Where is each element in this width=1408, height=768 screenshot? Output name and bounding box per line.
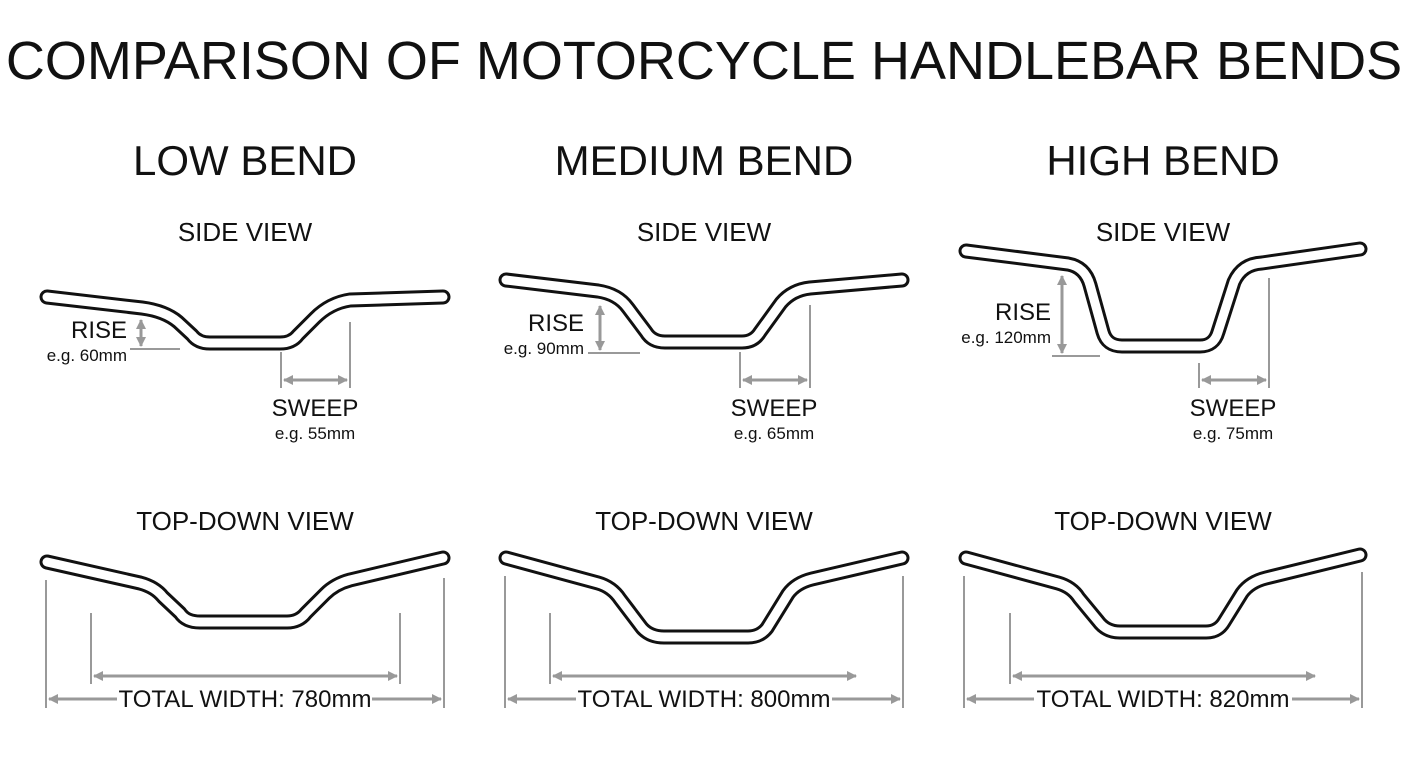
side-view-label-low-bend: SIDE VIEW [178,217,313,247]
width-dimension-low-bend [45,578,445,708]
sweep-example-high-bend: e.g. 75mm [1193,424,1273,443]
column-high-bend: HIGH BEND SIDE VIEW RISE e.g. 120mm SWEE… [958,137,1368,713]
top-view-label-medium-bend: TOP-DOWN VIEW [595,506,813,536]
column-medium-bend: MEDIUM BEND SIDE VIEW RISE e.g. 90mm SWE… [498,137,910,713]
sweep-label-low-bend: SWEEP [272,395,359,422]
rise-dimension-high-bend [1052,275,1100,357]
side-view-handlebar-medium-bend [498,272,910,350]
sweep-dimension-medium-bend [739,305,811,388]
sweep-example-low-bend: e.g. 55mm [275,424,355,443]
top-view-label-low-bend: TOP-DOWN VIEW [136,506,354,536]
side-view-label-medium-bend: SIDE VIEW [637,217,772,247]
rise-label-low-bend: RISE [71,317,127,344]
column-title-low-bend: LOW BEND [133,137,357,184]
total-width-label-medium-bend: TOTAL WIDTH: 800mm [578,686,831,713]
sweep-label-medium-bend: SWEEP [731,395,818,422]
side-view-label-high-bend: SIDE VIEW [1096,217,1231,247]
top-view-handlebar-medium-bend [498,550,910,645]
column-title-high-bend: HIGH BEND [1046,137,1279,184]
side-view-handlebar-high-bend [958,241,1368,354]
rise-example-low-bend: e.g. 60mm [47,346,127,365]
rise-example-medium-bend: e.g. 90mm [504,339,584,358]
width-dimension-high-bend [963,572,1363,708]
column-low-bend: LOW BEND SIDE VIEW RISE e.g. 60mm SWEEP … [39,137,451,713]
top-view-label-high-bend: TOP-DOWN VIEW [1054,506,1272,536]
total-width-label-high-bend: TOTAL WIDTH: 820mm [1037,686,1290,713]
sweep-dimension-low-bend [280,322,351,388]
rise-dimension-medium-bend [588,305,640,354]
side-view-handlebar-low-bend [39,289,451,351]
total-width-label-low-bend: TOTAL WIDTH: 780mm [119,686,372,713]
diagram-title: COMPARISON OF MOTORCYCLE HANDLEBAR BENDS [5,31,1403,91]
top-view-handlebar-high-bend [958,547,1368,640]
rise-dimension-low-bend [130,319,180,350]
width-dimension-medium-bend [504,576,904,708]
sweep-example-medium-bend: e.g. 65mm [734,424,814,443]
top-view-handlebar-low-bend [39,550,451,630]
sweep-dimension-high-bend [1198,278,1270,388]
column-title-medium-bend: MEDIUM BEND [555,137,854,184]
sweep-label-high-bend: SWEEP [1190,395,1277,422]
rise-example-high-bend: e.g. 120mm [961,328,1051,347]
rise-label-high-bend: RISE [995,299,1051,326]
rise-label-medium-bend: RISE [528,310,584,337]
